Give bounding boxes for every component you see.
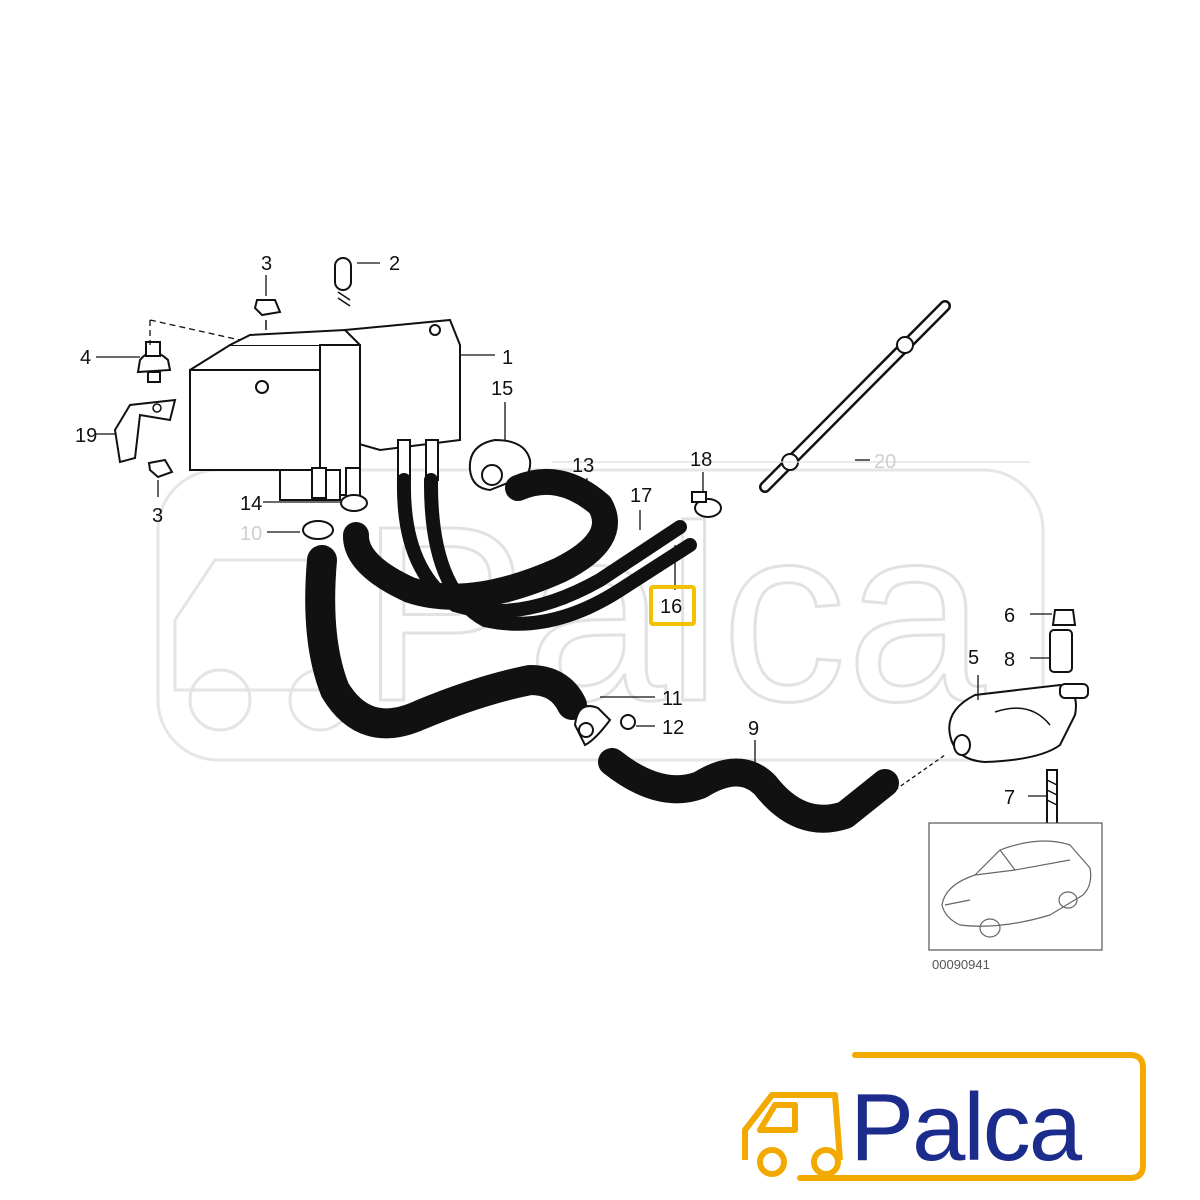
callout-6: 6 [1004, 605, 1015, 627]
diagram-part-number: 00090941 [932, 957, 990, 972]
heater-unit [188, 318, 461, 501]
callout-7: 7 [1004, 787, 1015, 809]
rubber-mount [136, 341, 172, 383]
cap-screw [1051, 609, 1077, 626]
nut-top [253, 299, 282, 330]
callout-20: 20 [874, 451, 896, 473]
callout-16-highlight [649, 585, 696, 626]
callout-9: 9 [748, 718, 759, 740]
hose-clamp-10 [302, 520, 334, 540]
car-thumbnail [928, 822, 1103, 951]
stud-pin [334, 257, 352, 307]
hose-9 [598, 748, 899, 833]
callout-5: 5 [968, 647, 979, 669]
circulation-pump [948, 683, 1089, 764]
callout-10: 10 [240, 523, 262, 545]
spacer-sleeve [1049, 629, 1073, 673]
leader-lines [96, 262, 1052, 797]
callout-19: 19 [75, 425, 97, 447]
logo-text: Palca [850, 1074, 1083, 1181]
callout-13: 13 [572, 455, 594, 477]
callout-15: 15 [491, 378, 513, 400]
nut-bottom [147, 458, 174, 479]
mounting-bracket [113, 398, 177, 464]
clip-nut [620, 714, 636, 730]
callout-11: 11 [662, 688, 683, 710]
callout-8: 8 [1004, 649, 1015, 671]
callout-2: 2 [389, 253, 400, 275]
callout-16: 16 [660, 596, 682, 618]
callout-1: 1 [502, 347, 513, 369]
callout-12: 12 [662, 717, 684, 739]
callout-labels: 1 2 3 3 4 5 6 7 8 9 10 11 12 13 14 15 16… [75, 253, 1015, 809]
callout-4: 4 [80, 347, 91, 369]
callout-3-top: 3 [261, 253, 272, 275]
hose-clamp-18 [691, 491, 722, 518]
palca-logo: Palca [742, 1052, 1146, 1181]
hose-clamp-14 [340, 494, 368, 512]
callout-14: 14 [240, 493, 262, 515]
hose-17 [396, 473, 687, 619]
hose-13 [343, 468, 618, 610]
callout-17: 17 [630, 485, 652, 507]
pipe-clip [573, 705, 612, 747]
callout-18: 18 [690, 449, 712, 471]
callout-3-bottom: 3 [152, 505, 163, 527]
truck-icon [742, 1092, 843, 1177]
hose-16 [423, 473, 697, 631]
hose-main [305, 545, 587, 739]
